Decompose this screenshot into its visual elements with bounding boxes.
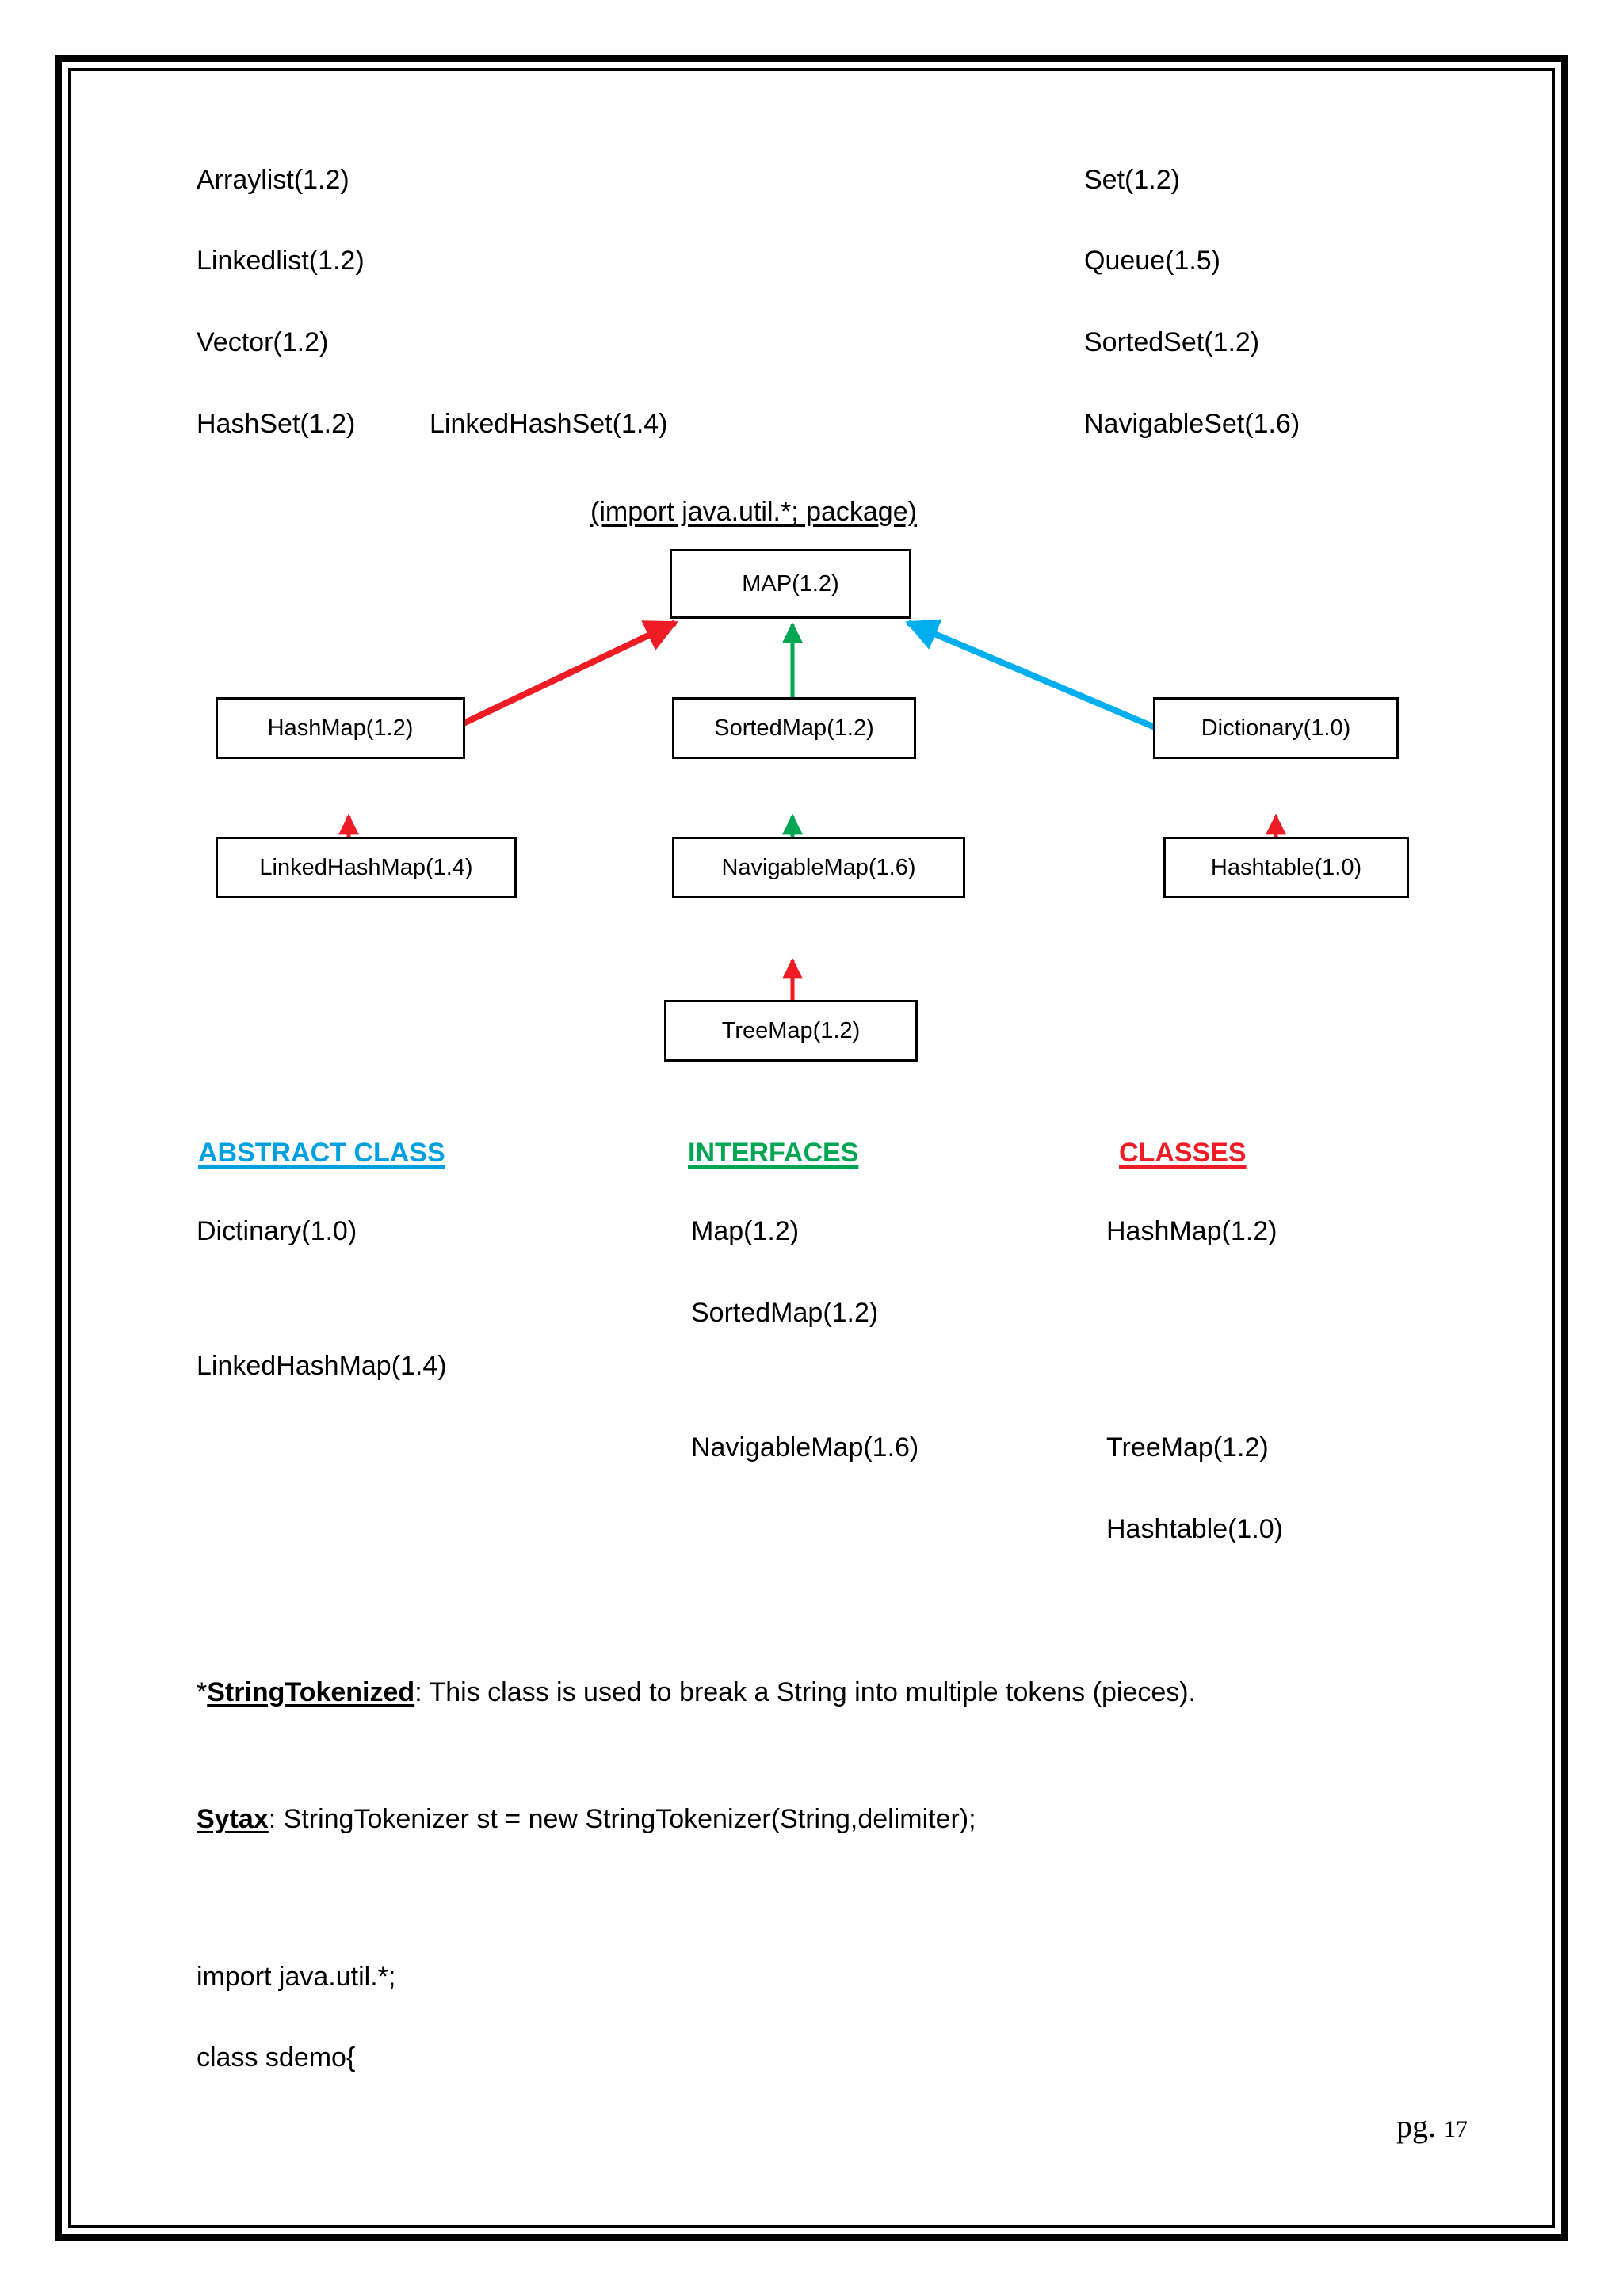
- collection-vector: Vector(1.2): [197, 327, 329, 357]
- collection-sortedset: SortedSet(1.2): [1084, 327, 1260, 357]
- node-navigablemap: NavigableMap(1.6): [672, 837, 965, 898]
- code-line-class: class sdemo{: [197, 2042, 356, 2073]
- stringtokenized-description: : This class is used to break a String i…: [414, 1677, 1197, 1707]
- collection-arraylist: Arraylist(1.2): [197, 165, 349, 195]
- node-treemap: TreeMap(1.2): [664, 1000, 918, 1062]
- heading-interfaces: INTERFACES: [688, 1138, 859, 1168]
- interface-item-navigablemap: NavigableMap(1.6): [691, 1432, 919, 1463]
- collection-hashset: HashSet(1.2): [197, 409, 356, 439]
- class-item-hashtable: Hashtable(1.0): [1106, 1514, 1284, 1544]
- node-linkedhashmap: LinkedHashMap(1.4): [216, 837, 517, 898]
- asterisk-marker: *: [197, 1677, 208, 1707]
- syntax-description: : StringTokenizer st = new StringTokeniz…: [268, 1804, 976, 1834]
- collection-navigableset: NavigableSet(1.6): [1084, 409, 1300, 439]
- heading-abstract-class: ABSTRACT CLASS: [198, 1138, 445, 1168]
- stringtokenized-note: *StringTokenized: This class is used to …: [197, 1672, 1354, 1714]
- node-hashtable: Hashtable(1.0): [1163, 837, 1409, 898]
- class-item-treemap: TreeMap(1.2): [1106, 1432, 1269, 1463]
- node-dictionary: Dictionary(1.0): [1153, 697, 1399, 759]
- collection-queue: Queue(1.5): [1084, 246, 1220, 276]
- syntax-note: Sytax: StringTokenizer st = new StringTo…: [197, 1798, 1354, 1840]
- page-border-inner: [68, 68, 1555, 2228]
- interface-item-map: Map(1.2): [691, 1216, 800, 1246]
- page-number: pg. 17: [1396, 2107, 1468, 2145]
- node-hashmap: HashMap(1.2): [216, 697, 465, 759]
- page-number-prefix: pg.: [1396, 2108, 1436, 2144]
- class-item-hashmap: HashMap(1.2): [1106, 1216, 1277, 1246]
- heading-classes: CLASSES: [1119, 1138, 1247, 1168]
- node-map: MAP(1.2): [670, 549, 911, 619]
- collection-set: Set(1.2): [1084, 165, 1180, 195]
- page-border-outer: [55, 55, 1568, 2241]
- abstract-class-item-dictinary: Dictinary(1.0): [197, 1216, 357, 1246]
- interface-item-sortedmap: SortedMap(1.2): [691, 1298, 879, 1328]
- abstract-class-item-linkedhashmap: LinkedHashMap(1.4): [197, 1351, 447, 1381]
- collection-linkedhashset: LinkedHashSet(1.4): [430, 409, 668, 439]
- stringtokenized-term: StringTokenized: [207, 1677, 415, 1707]
- node-sortedmap: SortedMap(1.2): [672, 697, 916, 759]
- page-number-value: 17: [1444, 2116, 1468, 2142]
- syntax-term: Sytax: [197, 1804, 269, 1834]
- code-line-import: import java.util.*;: [197, 1962, 396, 1992]
- import-package-caption: (import java.util.*; package): [590, 497, 917, 527]
- collection-linkedlist: Linkedlist(1.2): [197, 246, 365, 276]
